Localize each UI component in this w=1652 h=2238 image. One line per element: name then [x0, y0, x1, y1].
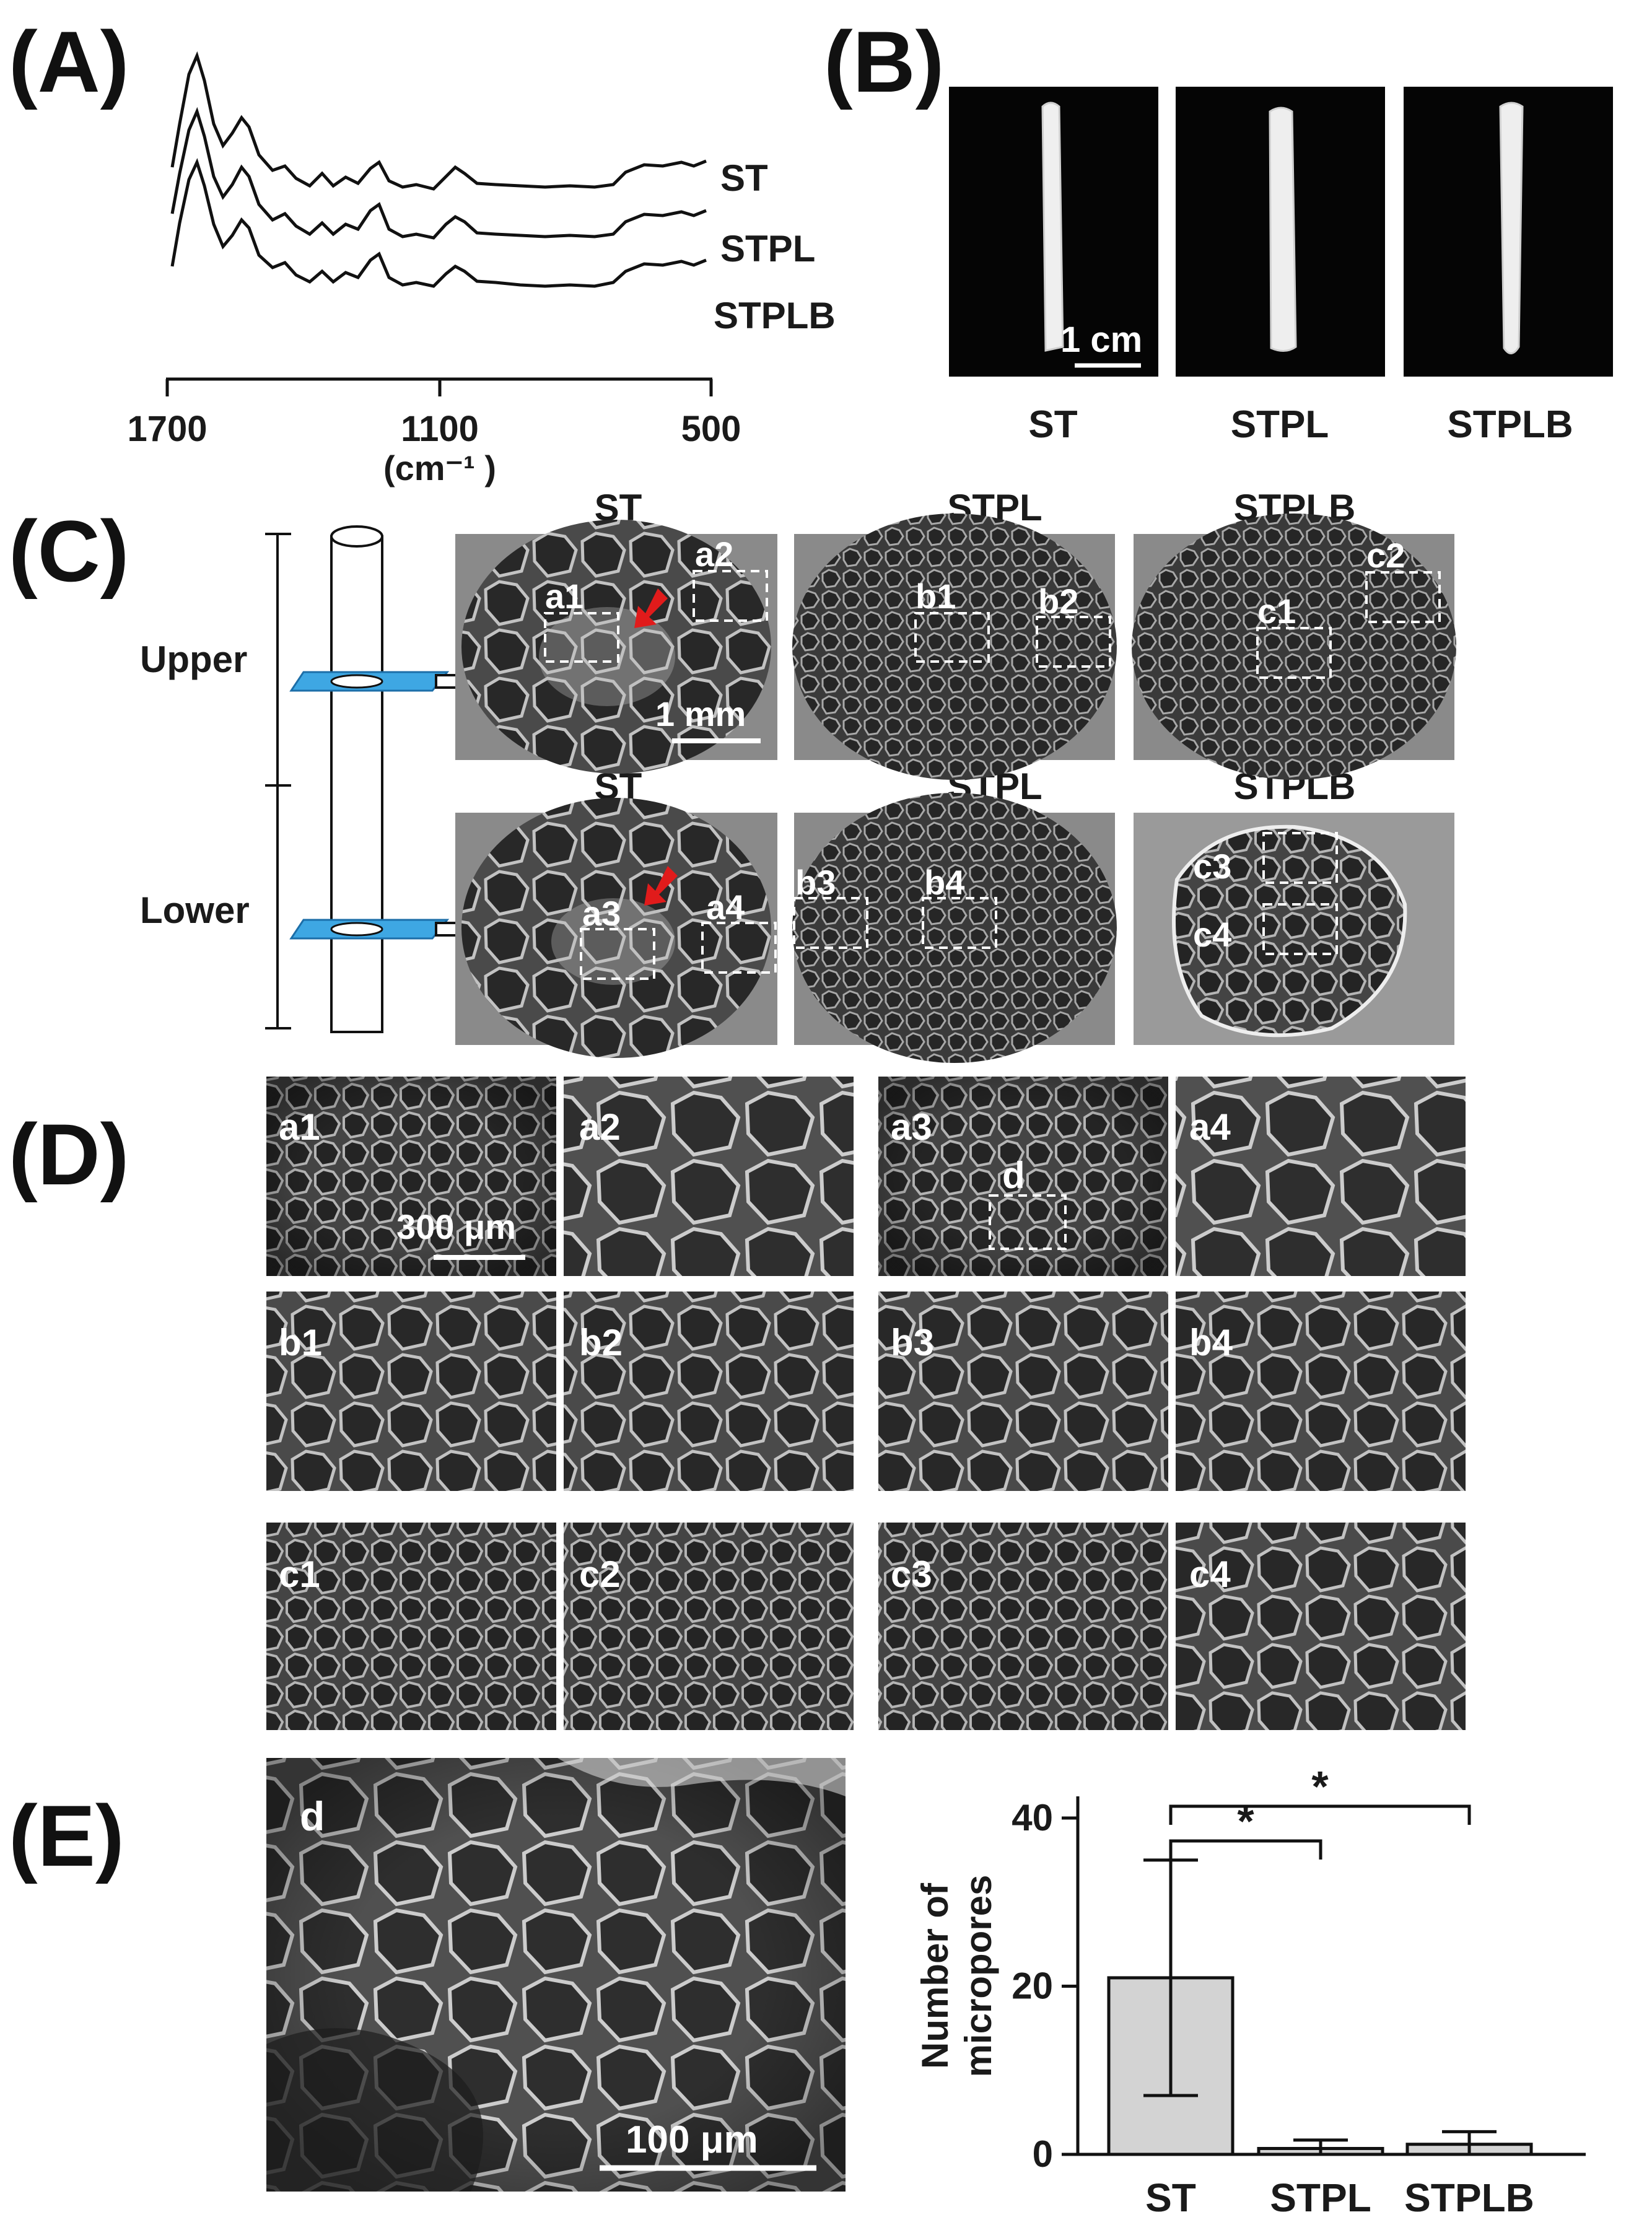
- x-tick-1100: 1100: [401, 409, 479, 449]
- x-tick-1700: 1700: [127, 409, 207, 449]
- roi-boxes-c: [544, 570, 1441, 980]
- significance-star-1: *: [1237, 1797, 1254, 1845]
- tile-label-b4: b4: [1189, 1322, 1233, 1363]
- roi-label-a4: a4: [706, 888, 745, 927]
- roi-label-b1: b1: [916, 577, 956, 616]
- panel-label-c: (C): [9, 502, 129, 600]
- scaffold-st: [1041, 102, 1064, 352]
- image-label-d: d: [300, 1793, 325, 1839]
- tile-label-c1: c1: [279, 1554, 320, 1595]
- roi-label-a3: a3: [582, 894, 621, 933]
- x-axis-unit: (cm⁻¹ ): [383, 448, 496, 487]
- spectrum-stpl: [170, 107, 707, 240]
- ftir-spectra: [170, 51, 707, 288]
- photo-label-stpl: STPL: [1231, 403, 1329, 446]
- scaffold-photos: [949, 87, 1613, 377]
- scale-label-d: 300 μm: [396, 1207, 516, 1246]
- tile-label-b3: b3: [891, 1322, 934, 1363]
- red-arrow-upper: [634, 588, 668, 628]
- panel-label-b: (B): [824, 13, 944, 110]
- label-upper: Upper: [140, 639, 247, 680]
- roi-label-a1: a1: [545, 577, 583, 616]
- x-tick-label-stpl: STPL: [1270, 2175, 1371, 2220]
- scaffold-stplb: [1499, 102, 1524, 354]
- y-tick-label-0: 0: [1033, 2133, 1053, 2175]
- roi-label-c3: c3: [1193, 847, 1231, 886]
- y-tick-label-20: 20: [1012, 1965, 1053, 2007]
- y-axis-label-line1: Number of: [914, 1882, 956, 2069]
- panel-label-a: (A): [9, 13, 129, 110]
- spectrum-label-stpl: STPL: [720, 228, 815, 269]
- red-arrow-lower: [644, 866, 678, 906]
- roi-label-c1: c1: [1257, 592, 1296, 631]
- tile-label-b2: b2: [579, 1322, 623, 1363]
- x-tick-label-st: ST: [1145, 2175, 1196, 2220]
- tile-label-a3: a3: [891, 1106, 932, 1148]
- tile-label-a2: a2: [579, 1106, 621, 1148]
- scale-label-c: 1 mm: [655, 694, 746, 733]
- roi-label-b2: b2: [1038, 582, 1078, 621]
- roi-label-c4: c4: [1193, 915, 1231, 954]
- roi-label-d: d: [1002, 1155, 1025, 1196]
- photo-scale-label: 1 cm: [1060, 320, 1142, 360]
- tile-label-a4: a4: [1189, 1106, 1231, 1148]
- label-lower: Lower: [140, 890, 250, 931]
- spectrum-stplb: [170, 158, 707, 288]
- roi-label-a2: a2: [695, 535, 733, 574]
- x-tick-label-stplb: STPLB: [1404, 2175, 1534, 2220]
- x-axis-a: [165, 377, 713, 396]
- y-axis-label-line2: micropores: [958, 1875, 999, 2078]
- tile-label-c3: c3: [891, 1554, 932, 1595]
- panel-label-d: (D): [9, 1106, 129, 1203]
- tile-label-a1: a1: [279, 1106, 320, 1148]
- panel-label-e: (E): [9, 1787, 125, 1884]
- spectrum-label-st: ST: [720, 157, 768, 199]
- scaffold-stpl: [1269, 107, 1297, 352]
- y-tick-label-40: 40: [1012, 1797, 1053, 1838]
- spectrum-label-stplb: STPLB: [714, 295, 836, 336]
- scale-label-e: 100 μm: [626, 2118, 758, 2161]
- roi-label-c2: c2: [1366, 536, 1405, 575]
- significance-bracket-2: [1169, 1804, 1471, 1825]
- tile-label-c2: c2: [579, 1554, 621, 1595]
- tile-label-c4: c4: [1189, 1554, 1231, 1595]
- sem-magnified-tiles: [266, 1077, 1466, 1730]
- roi-box-d: [989, 1194, 1067, 1250]
- x-tick-500: 500: [681, 409, 741, 449]
- tile-label-b1: b1: [279, 1322, 322, 1363]
- roi-label-b3: b3: [795, 863, 836, 902]
- significance-bracket-1: [1169, 1839, 1322, 1860]
- spectrum-st: [170, 51, 707, 191]
- sem-highres-image: [266, 1758, 846, 2192]
- cylinder-schematic: [265, 525, 478, 1033]
- significance-star-2: *: [1311, 1762, 1329, 1811]
- sem-cross-sections: [455, 514, 1456, 1063]
- red-arrows: [634, 588, 678, 906]
- photo-label-stplb: STPLB: [1447, 403, 1573, 446]
- roi-label-b4: b4: [924, 863, 964, 902]
- photo-label-st: ST: [1028, 403, 1077, 446]
